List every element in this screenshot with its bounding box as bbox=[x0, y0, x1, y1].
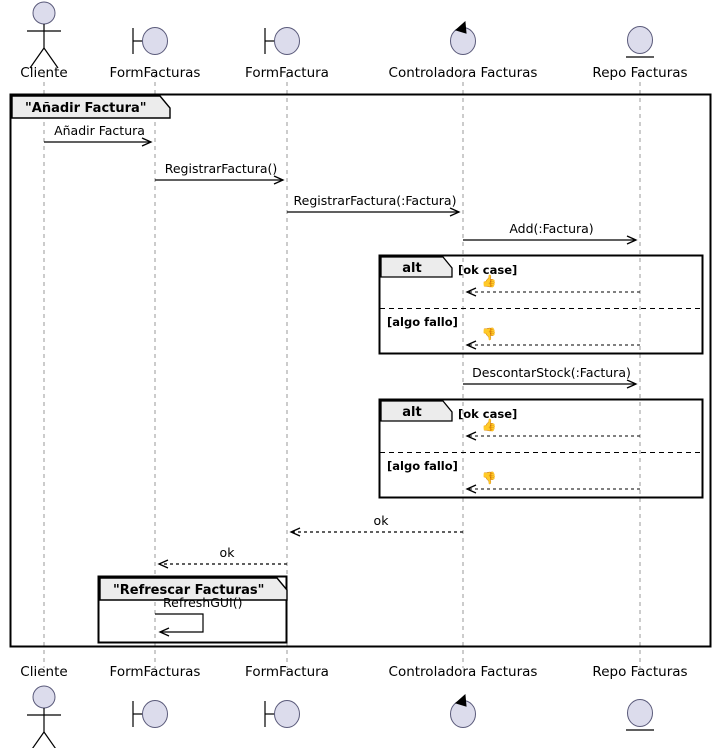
alt-header-tab-0 bbox=[380, 256, 453, 278]
participant-label-top-1: FormFacturas bbox=[109, 65, 201, 81]
self-message-label-0: RefreshGUI() bbox=[163, 595, 243, 610]
participant-0-actor-stick-figure-bottom-leg-l bbox=[32, 731, 45, 748]
participant-0-actor-stick-figure-head bbox=[32, 1, 56, 25]
participant-2-boundary-icon-bottom-circle bbox=[274, 700, 300, 728]
participant-label-bottom-3: Controladora Facturas bbox=[388, 664, 538, 680]
frame-title-0: "Añadir Factura" bbox=[25, 101, 147, 116]
message-label-3: Add(:Factura) bbox=[509, 221, 594, 236]
participant-label-top-2: FormFactura bbox=[245, 65, 329, 81]
thumbs-down-icon: 👎 bbox=[481, 327, 497, 341]
frame-header-tab-0 bbox=[11, 95, 171, 119]
self-message-loop-0 bbox=[155, 613, 204, 637]
alt-guard-0-1: [algo fallo] bbox=[387, 315, 458, 329]
messages-group bbox=[44, 137, 638, 637]
frame-title-1: "Refrescar Facturas" bbox=[113, 583, 265, 598]
message-label-1: RegistrarFactura() bbox=[164, 161, 278, 176]
message-label-4: DescontarStock(:Factura) bbox=[472, 365, 631, 380]
participant-0-actor-stick-figure-leg-r bbox=[43, 47, 59, 69]
participant-label-top-0: Cliente bbox=[20, 65, 68, 81]
participant-3-control-icon-bottom-arrowhead bbox=[454, 693, 467, 707]
message-label-0: Añadir Factura bbox=[54, 123, 145, 138]
thumbs-up-icon: 👍 bbox=[481, 274, 497, 288]
thumbs-down-icon: 👎 bbox=[481, 471, 497, 485]
participant-4-entity-icon-bottom-circle bbox=[627, 699, 653, 727]
message-label-2: RegistrarFactura(:Factura) bbox=[293, 193, 457, 208]
participant-0-actor-stick-figure-bottom-leg-r bbox=[43, 731, 56, 748]
participant-label-top-3: Controladora Facturas bbox=[388, 65, 538, 81]
frame-border-1 bbox=[97, 575, 288, 644]
participant-3-control-icon-arrowhead bbox=[454, 20, 467, 34]
participant-label-top-4: Repo Facturas bbox=[592, 65, 688, 81]
frames-group bbox=[9, 93, 712, 648]
frame-border-0 bbox=[9, 93, 712, 648]
participant-0-actor-stick-figure-leg-l bbox=[29, 47, 45, 69]
message-label-6: ok bbox=[219, 545, 235, 560]
alt-header-tab-1 bbox=[380, 400, 453, 422]
alt-keyword-0: alt bbox=[402, 261, 422, 276]
participant-1-boundary-icon-circle bbox=[142, 27, 168, 55]
participant-label-bottom-0: Cliente bbox=[20, 664, 68, 680]
participant-label-bottom-4: Repo Facturas bbox=[592, 664, 688, 680]
participant-4-entity-icon-circle bbox=[627, 26, 653, 54]
participant-icons-group bbox=[27, 1, 654, 748]
frame-header-tab-1 bbox=[99, 577, 288, 601]
participant-1-boundary-icon-bottom-circle bbox=[142, 700, 168, 728]
thumbs-up-icon: 👍 bbox=[481, 418, 497, 432]
alt-fragments-group bbox=[378, 254, 704, 499]
message-label-5: ok bbox=[373, 513, 389, 528]
alt-border-1 bbox=[378, 398, 704, 499]
participant-label-bottom-2: FormFactura bbox=[245, 664, 329, 680]
alt-guard-0-0: [ok case] bbox=[458, 263, 518, 277]
lifelines-group bbox=[43, 74, 641, 668]
participant-0-actor-stick-figure-bottom-head bbox=[32, 685, 56, 709]
alt-border-0 bbox=[378, 254, 704, 355]
alt-guard-1-0: [ok case] bbox=[458, 407, 518, 421]
alt-keyword-1: alt bbox=[402, 405, 422, 420]
alt-guard-1-1: [algo fallo] bbox=[387, 459, 458, 473]
participant-2-boundary-icon-circle bbox=[274, 27, 300, 55]
participant-label-bottom-1: FormFacturas bbox=[109, 664, 201, 680]
